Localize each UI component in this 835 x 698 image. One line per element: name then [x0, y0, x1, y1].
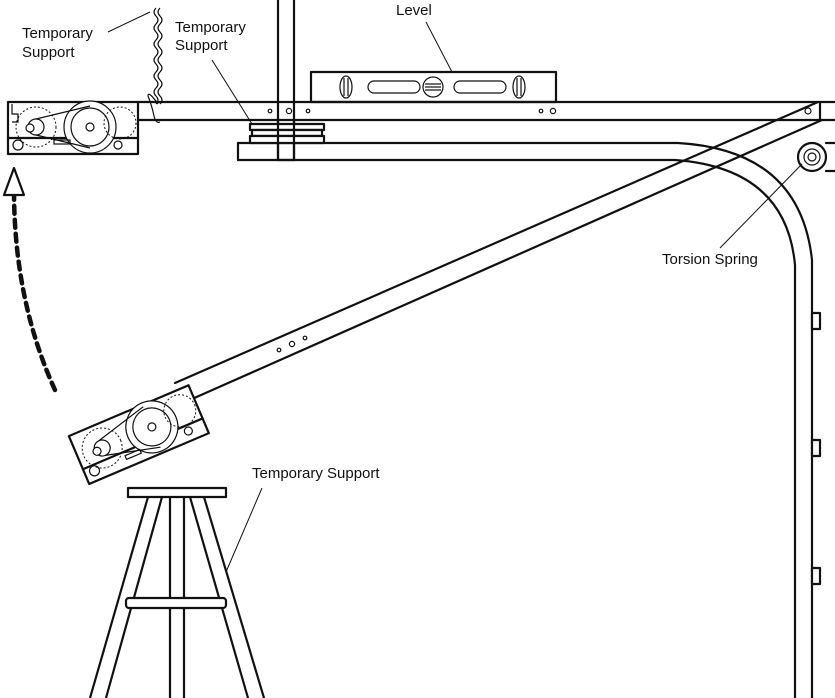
temporary-support-chain — [147, 7, 163, 123]
torsion-spring — [796, 141, 835, 173]
door-track — [236, 141, 822, 698]
label-temporary-support-chain-line1: Temporary — [22, 25, 93, 42]
label-torsion-spring: Torsion Spring — [662, 251, 758, 268]
label-temporary-support-chain-line2: Support — [22, 44, 75, 61]
opener-rail-horizontal — [136, 100, 835, 122]
dashed-rotation-arrow — [2, 166, 58, 393]
label-temporary-support-blocks-line1: Temporary — [175, 19, 246, 36]
label-level: Level — [396, 2, 432, 19]
opener-head-mounted — [6, 100, 140, 156]
opener-head-tilted — [67, 384, 210, 486]
opener-rail-angled — [173, 100, 824, 405]
label-temporary-support-ladder: Temporary Support — [252, 465, 380, 482]
level-tool — [309, 70, 558, 104]
leader-lines — [107, 11, 803, 573]
label-temporary-support-blocks-line2: Support — [175, 37, 228, 54]
labels: Temporary Support Temporary Support Leve… — [22, 2, 758, 482]
temporary-support-blocks — [248, 118, 326, 162]
ladder-temporary-support — [88, 486, 266, 698]
